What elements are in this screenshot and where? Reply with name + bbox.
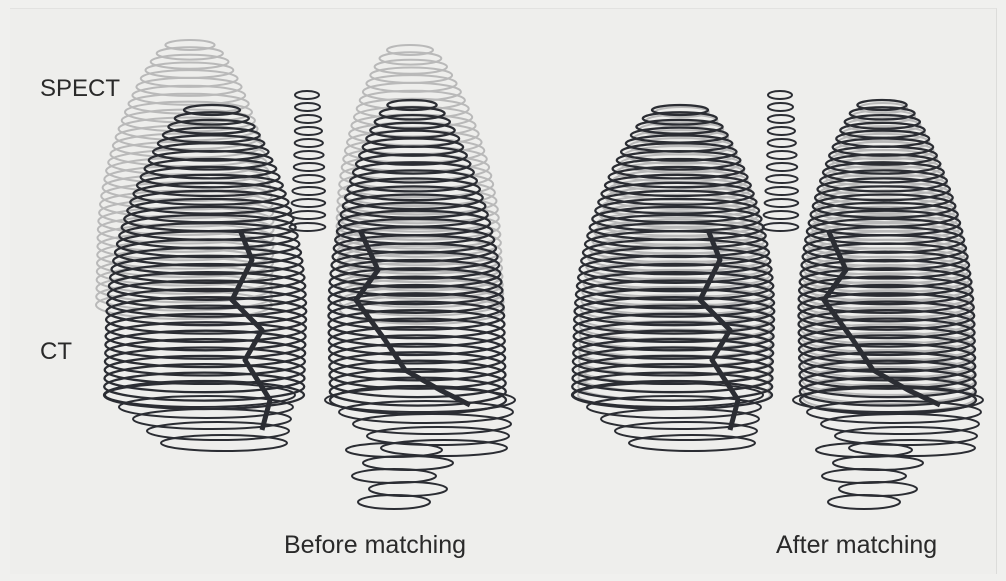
ct-inferior-contour — [346, 443, 442, 457]
ct-right-lung-contour — [330, 369, 506, 397]
ct-trachea-contour — [295, 127, 322, 135]
ct-inferior-contour — [833, 456, 923, 470]
ct-left-base-contour — [161, 435, 287, 451]
ct-inferior-contour — [839, 482, 917, 496]
ct-trachea-contour — [765, 199, 799, 207]
ct-left-lung-contour — [105, 331, 305, 359]
ct-inferior-contour — [822, 469, 906, 483]
ct-trachea-contour — [295, 115, 321, 123]
ct-trachea-contour — [768, 127, 795, 135]
ct-left-lung-contour — [105, 339, 305, 367]
ct-left-base-contour — [629, 435, 755, 451]
spect-label: SPECT — [40, 75, 120, 103]
ct-left-lung-contour — [104, 381, 304, 409]
ct-trachea-contour — [764, 211, 799, 219]
ct-trachea-contour — [293, 175, 324, 183]
ct-inferior-contour — [816, 443, 912, 457]
ct-trachea-contour — [767, 163, 797, 171]
ct-inferior-contour — [828, 495, 900, 509]
ct-trachea-contour — [292, 199, 326, 207]
ct-inferior-contour — [369, 482, 447, 496]
ct-trachea-contour — [765, 187, 798, 195]
ct-trachea-contour — [295, 91, 319, 99]
after-matching-caption: After matching — [776, 531, 937, 560]
ct-trachea-contour — [291, 211, 326, 219]
before-matching-panel — [96, 40, 515, 509]
after-matching-panel — [572, 91, 983, 509]
ct-trachea-contour — [294, 163, 324, 171]
before-matching-caption: Before matching — [284, 531, 466, 560]
ct-trachea-contour — [763, 223, 799, 231]
ct-trachea-contour — [295, 139, 323, 147]
ct-left-lung-contour — [105, 348, 305, 376]
ct-trachea-contour — [767, 151, 796, 159]
ct-right-lung-contour — [329, 327, 505, 355]
ct-inferior-contour — [358, 495, 430, 509]
ct-label: CT — [40, 338, 72, 366]
ct-trachea-contour — [292, 187, 325, 195]
ct-trachea-contour — [768, 115, 794, 123]
ct-right-lung-contour — [329, 319, 505, 347]
ct-trachea-contour — [768, 103, 793, 111]
ct-inferior-contour — [352, 469, 436, 483]
ct-right-lung-contour — [329, 335, 505, 363]
ct-trachea-contour — [294, 151, 323, 159]
ct-trachea-contour — [768, 139, 796, 147]
ct-trachea-contour — [295, 103, 320, 111]
ct-trachea-contour — [768, 91, 792, 99]
ct-right-lung-contour — [329, 344, 505, 372]
ct-left-lung-contour — [105, 356, 305, 384]
ct-left-lung-contour — [106, 322, 306, 350]
ct-trachea-contour — [766, 175, 797, 183]
ct-inferior-contour — [363, 456, 453, 470]
